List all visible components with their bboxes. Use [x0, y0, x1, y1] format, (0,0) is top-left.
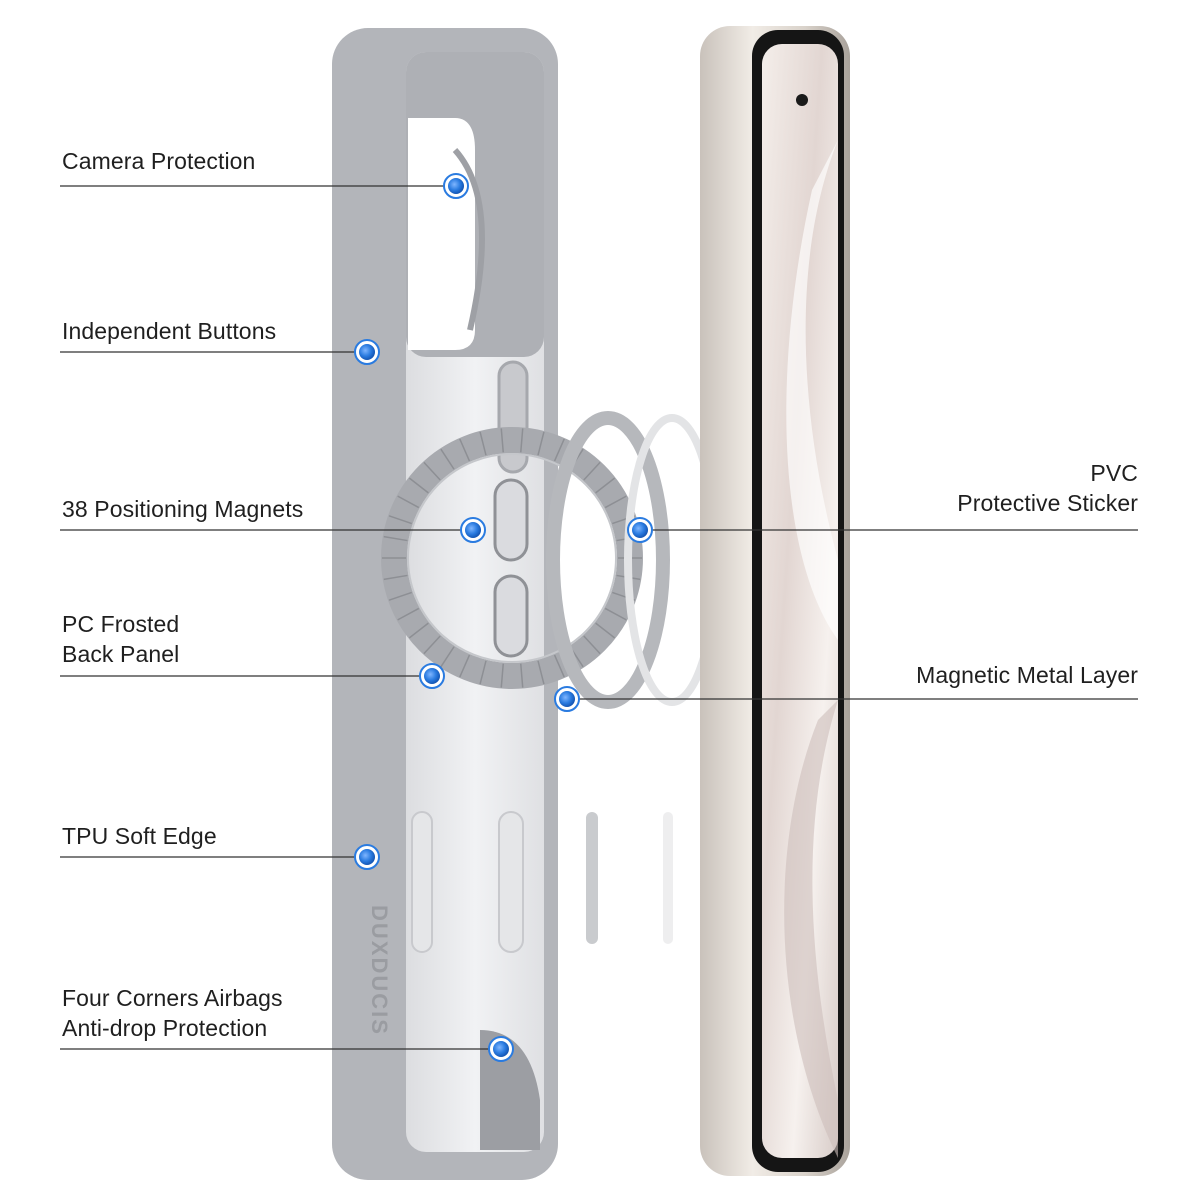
- case-button-slot-lower-left: [411, 811, 433, 953]
- magnet-segment: [479, 431, 487, 456]
- magnet-segment: [408, 477, 429, 494]
- magnet-segment: [397, 607, 420, 621]
- callout-dot-pc-frosted-back-panel: [419, 663, 445, 689]
- magnet-segment: [553, 654, 565, 678]
- screen-wave-shadow: [784, 700, 838, 1158]
- magnet-segment: [383, 574, 408, 581]
- callout-dot-tpu-soft-edge: [354, 844, 380, 870]
- callout-dot-four-corners-airbags: [488, 1036, 514, 1062]
- label-magnetic-metal-layer: Magnetic Metal Layer: [916, 660, 1138, 690]
- label-camera-protection: Camera Protection: [62, 146, 255, 176]
- magnet-ring-inner-edge: [407, 453, 617, 663]
- magnet-segment: [423, 461, 441, 481]
- magnet-segment: [595, 477, 616, 494]
- callout-dot-independent-buttons: [354, 339, 380, 365]
- ring-slot-lower: [493, 574, 529, 658]
- magnet-segment: [479, 660, 487, 685]
- magnetic-metal-layer: [546, 411, 670, 944]
- label-independent-buttons: Independent Buttons: [62, 316, 276, 346]
- screen-wave-highlight: [786, 140, 838, 640]
- label-line: TPU Soft Edge: [62, 823, 217, 849]
- label-line: Magnetic Metal Layer: [916, 662, 1138, 688]
- magnet-segment: [459, 654, 471, 678]
- magnet-segment: [388, 591, 412, 601]
- label-pvc-protective-sticker: PVC Protective Sticker: [957, 458, 1138, 518]
- magnet-segment: [604, 607, 627, 621]
- case-button-slot-lower-right: [498, 811, 524, 953]
- magnet-segment: [500, 428, 504, 453]
- magnet-segment: [408, 622, 429, 639]
- label-positioning-magnets: 38 Positioning Magnets: [62, 494, 303, 524]
- brand-logo: DUXDUCIS: [367, 905, 392, 1036]
- camera-cutout-ring: [452, 147, 485, 331]
- label-line: Protective Sticker: [957, 490, 1138, 516]
- magnet-segment: [583, 461, 601, 481]
- label-line: Four Corners Airbags: [62, 985, 283, 1011]
- callout-lines: [60, 185, 1138, 1050]
- smartphone: [700, 26, 850, 1176]
- label-tpu-soft-edge: TPU Soft Edge: [62, 821, 217, 851]
- ring-slot-upper: [493, 478, 529, 562]
- magnet-segment: [388, 515, 412, 525]
- phone-case: DUXDUCIS: [332, 28, 558, 1180]
- metal-strip: [586, 812, 598, 944]
- magnet-segment: [520, 428, 524, 453]
- magnet-segment: [604, 495, 627, 509]
- label-pc-frosted-back-panel: PC Frosted Back Panel: [62, 609, 179, 669]
- callout-dot-pvc-protective-sticker: [627, 517, 653, 543]
- front-camera: [796, 94, 808, 106]
- magnet-segment: [537, 660, 545, 685]
- magnet-segment: [583, 635, 601, 655]
- label-line: PC Frosted: [62, 611, 180, 637]
- label-line: PVC: [1090, 460, 1138, 486]
- magnet-segment: [500, 663, 504, 688]
- label-line: Anti-drop Protection: [62, 1015, 268, 1041]
- label-four-corners-airbags: Four Corners Airbags Anti-drop Protectio…: [62, 983, 283, 1043]
- label-line: Camera Protection: [62, 148, 256, 174]
- magnet-segment: [595, 622, 616, 639]
- callout-dots: [354, 173, 653, 1062]
- phone-screen: [762, 44, 838, 1158]
- callout-dot-positioning-magnets: [460, 517, 486, 543]
- label-line: Back Panel: [62, 641, 180, 667]
- callout-dot-magnetic-metal-layer: [554, 686, 580, 712]
- magnet-segment: [440, 646, 455, 668]
- magnet-segment: [440, 448, 455, 470]
- label-line: 38 Positioning Magnets: [62, 496, 304, 522]
- magnet-segment: [397, 495, 420, 509]
- camera-cutout: [408, 118, 475, 350]
- magnet-segment: [537, 431, 545, 456]
- magnet-segment: [383, 535, 408, 542]
- magnet-segment: [423, 635, 441, 655]
- label-line: Independent Buttons: [62, 318, 277, 344]
- metal-ring: [546, 411, 670, 709]
- callout-dot-camera-protection: [443, 173, 469, 199]
- magnet-segment: [520, 663, 524, 688]
- magnet-segment: [459, 438, 471, 462]
- sticker-strip: [663, 812, 673, 944]
- magnet-segment: [553, 438, 565, 462]
